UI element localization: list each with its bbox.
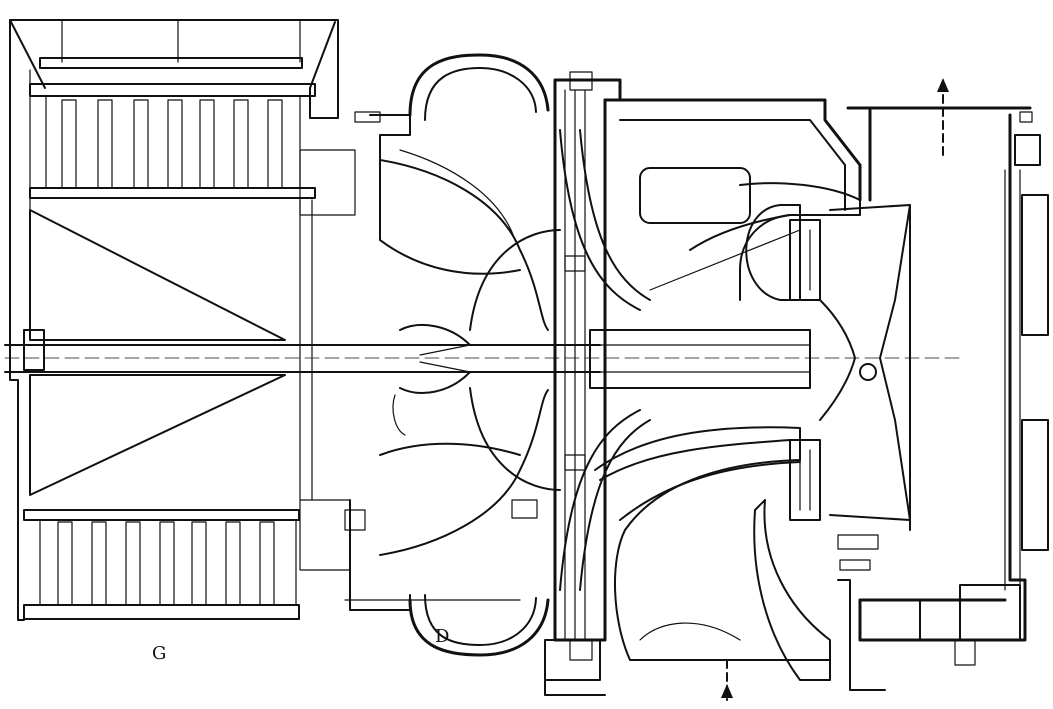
compressor-impeller [392,229,561,491]
compressor-volute [344,53,550,657]
lower-filter-elements [23,509,300,620]
exhaust-outlet-casing [846,106,1049,642]
flange-bolts [344,111,1033,666]
bearing-housing [544,71,651,681]
section-label-center: D [435,626,450,647]
section-label-left: G [152,643,167,664]
turbine-exhaust-duct [594,426,831,681]
support-feet [544,579,886,696]
silencer-cones [29,149,356,571]
arrow-up-icon [721,659,733,701]
turbine-inlet-casing [603,98,862,301]
turbine-wheel [789,204,911,521]
upper-filter-elements [29,83,316,199]
rotor-shaft [4,329,961,389]
arrow-up-icon [937,78,949,156]
intake-silencer-housing [9,19,339,621]
